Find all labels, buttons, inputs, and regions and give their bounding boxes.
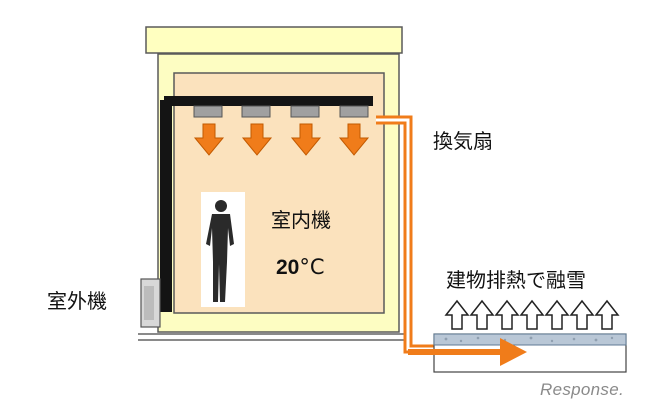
airflow-arrows [193,123,370,156]
roof [145,26,403,54]
response-watermark: Response. [540,380,624,399]
diffuser [339,105,369,118]
temperature-label: 20°C [276,255,325,279]
ventilation-fan-label: 換気扇 [433,129,493,153]
ceiling-duct [164,96,373,106]
outdoor-unit-grille [144,286,154,320]
up-arrow [519,299,545,330]
down-arrow [193,123,225,156]
snow-melting-label: 建物排熱で融雪 [446,268,586,292]
up-arrow [594,299,620,330]
up-arrow [544,299,570,330]
indoor-unit-label: 室内機 [271,208,331,232]
diffuser [290,105,320,118]
up-arrow [444,299,470,330]
person-icon [206,200,234,302]
vertical-duct [160,100,172,312]
diffuser [241,105,271,118]
upward-heat-arrows [444,299,620,330]
temperature-unit: °C [299,255,325,279]
up-arrow [469,299,495,330]
down-arrow [338,123,370,156]
down-arrow [290,123,322,156]
up-arrow [569,299,595,330]
down-arrow [241,123,273,156]
ceiling-diffusers [193,105,369,118]
diffuser [193,105,223,118]
outdoor-unit-label: 室外機 [47,289,107,313]
heat-flow-arrowhead [500,338,527,366]
temperature-value: 20 [276,256,300,279]
melting-plate [433,333,627,346]
up-arrow [494,299,520,330]
